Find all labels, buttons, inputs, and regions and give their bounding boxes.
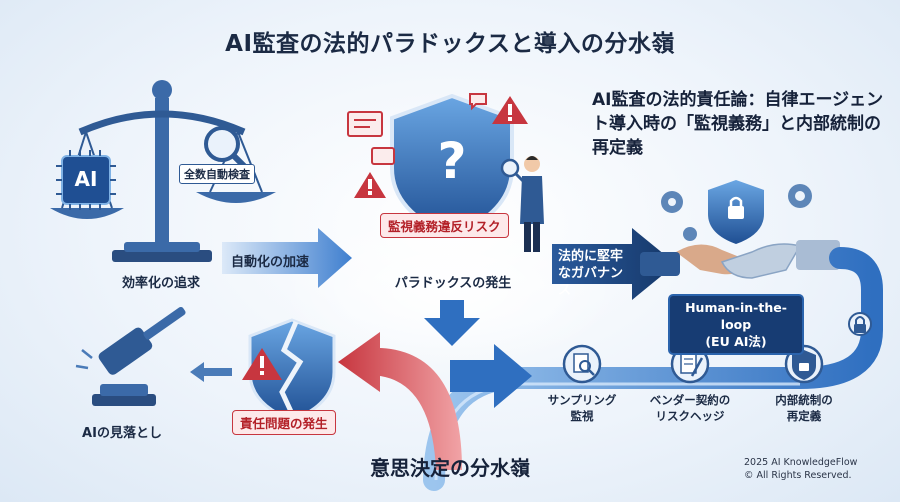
step-label-line: 再定義 xyxy=(786,409,822,423)
page-title: AI監査の法的パラドックスと導入の分水嶺 xyxy=(225,31,675,57)
automation-label: 自動化の加速 xyxy=(231,255,310,270)
step-label-line: 監視 xyxy=(570,409,594,423)
efficiency-caption: 効率化の追求 xyxy=(121,276,200,291)
warning-icon xyxy=(492,96,528,124)
warning-icon xyxy=(242,348,282,380)
step-internal-control: 内部統制の 再定義 xyxy=(754,392,854,424)
alert-document-icon xyxy=(347,93,487,165)
automation-arrow xyxy=(222,228,352,288)
step-label-line: サンプリング xyxy=(547,393,617,407)
broken-shield-icon xyxy=(248,318,336,422)
human-in-the-loop-box: Human-in-the-loop (EU AI法) xyxy=(668,294,804,355)
gears-icon xyxy=(661,184,812,241)
left-arrow xyxy=(190,362,232,382)
human-loop-line1: Human-in-the-loop xyxy=(685,300,787,332)
path-arrow xyxy=(450,344,532,408)
full-inspection-label: 全数自動検査 xyxy=(179,164,255,184)
down-arrow xyxy=(424,300,480,346)
human-loop-line2: (EU AI法) xyxy=(705,334,767,349)
governance-label: 法的に堅牢なガバナンス xyxy=(558,249,624,298)
surveillance-risk-tag: 監視義務違反リスク xyxy=(380,213,509,238)
gavel-icon xyxy=(75,306,186,406)
responsibility-tag: 責任問題の発生 xyxy=(232,410,336,435)
governance-arrow xyxy=(552,228,676,300)
step-sampling: サンプリング 監視 xyxy=(532,392,632,424)
copyright-line1: 2025 AI KnowledgeFlow xyxy=(744,457,858,468)
step-label-line: リスクヘッジ xyxy=(655,409,725,423)
question-mark: ? xyxy=(437,132,467,190)
step-label-line: 内部統制の xyxy=(775,393,833,407)
lock-icon xyxy=(848,312,872,336)
copyright-line2: © All Rights Reserved. xyxy=(744,470,852,481)
warning-icon xyxy=(354,172,386,198)
ai-chip-icon xyxy=(56,150,116,210)
copyright: 2025 AI KnowledgeFlow © All Rights Reser… xyxy=(744,456,857,482)
businessman-icon xyxy=(500,156,544,252)
magnifier-doc-icon xyxy=(562,344,602,384)
ai-chip-label: AI xyxy=(74,167,98,191)
red-arrow xyxy=(338,332,462,470)
lock-shield-icon xyxy=(784,344,824,384)
paradox-caption: パラドックスの発生 xyxy=(394,276,512,291)
lock-shield-icon xyxy=(708,180,764,244)
subheading: AI監査の法的責任論：自律エージェント導入時の「監視義務」と内部統制の再定義 xyxy=(592,90,884,158)
contract-pen-icon xyxy=(670,344,710,384)
step-vendor-contract: ベンダー契約の リスクヘッジ xyxy=(636,392,744,424)
handshake-icon xyxy=(640,240,840,279)
decision-watershed-title: 意思決定の分水嶺 xyxy=(370,456,530,480)
ai-oversight-caption: AIの見落とし xyxy=(82,426,162,441)
step-label-line: ベンダー契約の xyxy=(649,393,731,407)
